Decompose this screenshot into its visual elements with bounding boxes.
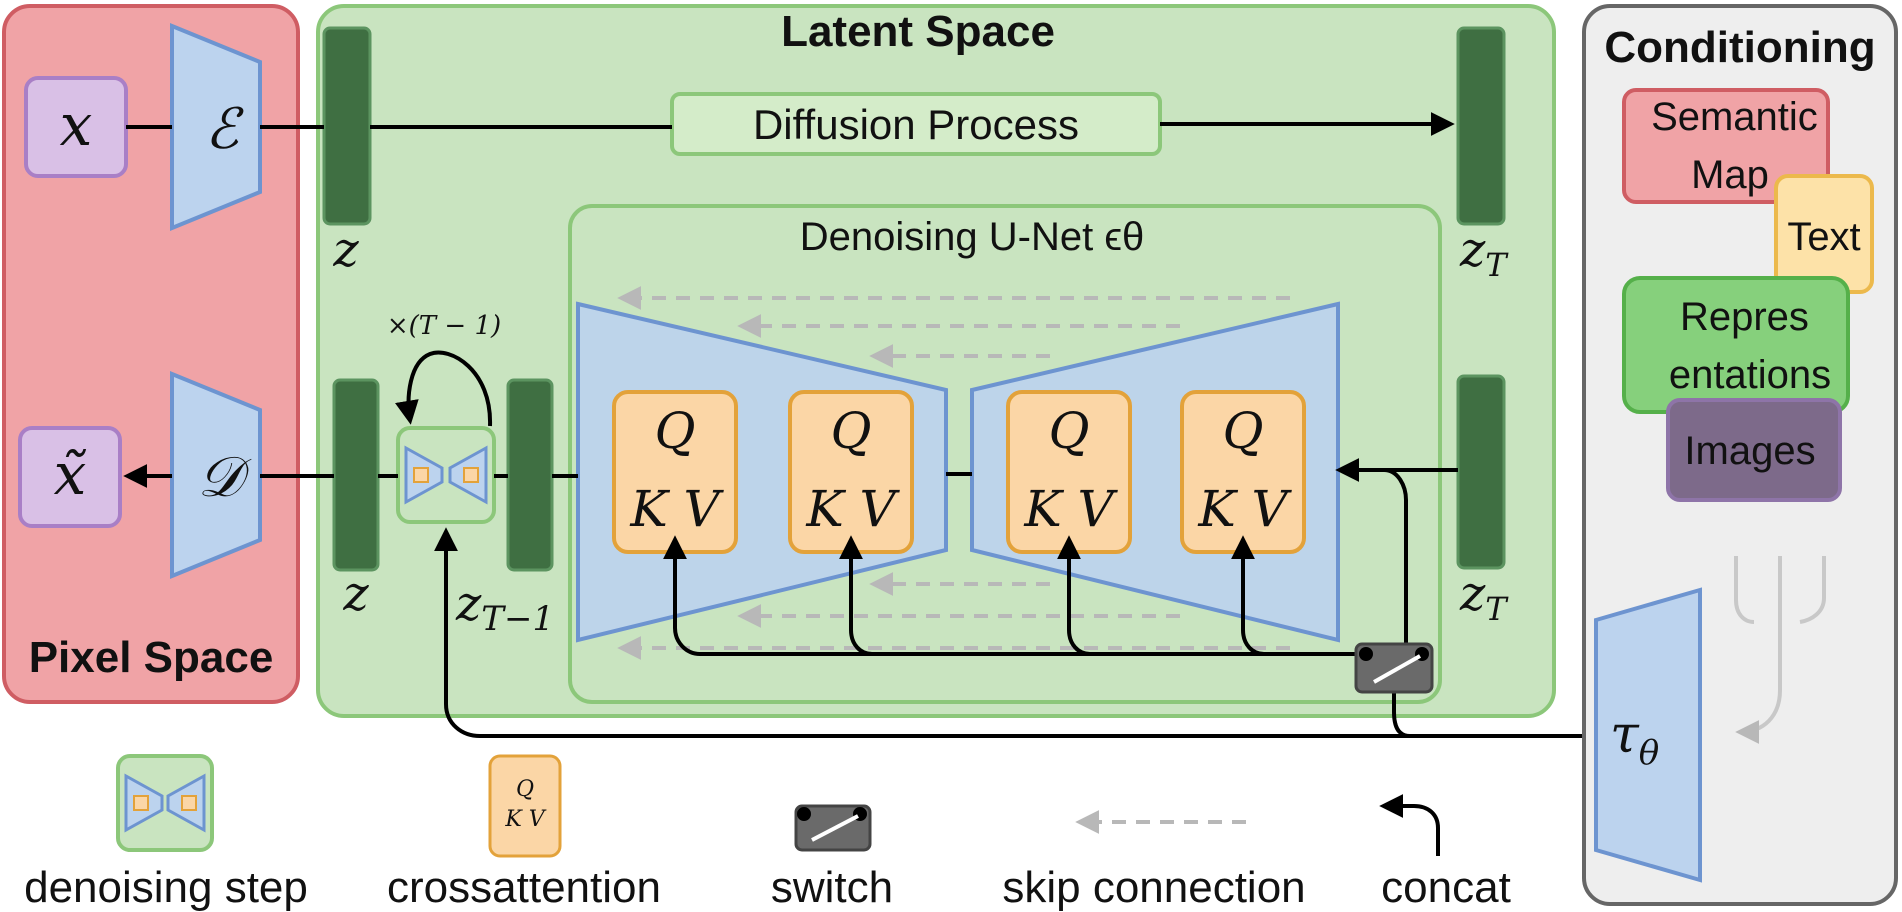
switch-left-dot: [1359, 647, 1373, 661]
conditioning-tree: [1734, 556, 1826, 744]
tree-branch: [1799, 556, 1826, 624]
legend-skip-connection: skip connection: [1002, 810, 1306, 912]
cross-attention-bus: [663, 535, 1366, 656]
qkv-block: Q K V: [788, 390, 914, 554]
legend-crossattention: Q K V crossattention: [387, 754, 661, 912]
skip-connections: [617, 286, 1290, 660]
qkv-block: Q K V: [1006, 390, 1132, 554]
legend-skip-connection-label: skip connection: [1002, 863, 1305, 912]
legend-switch-label: switch: [771, 863, 893, 912]
representations-label: Repres entations: [1669, 295, 1831, 397]
legend-concat-icon: [1379, 794, 1440, 856]
qkv-q: Q: [831, 402, 872, 460]
legend-concat-label: concat: [1381, 863, 1511, 912]
diffusion-process-label: Diffusion Process: [753, 101, 1079, 148]
concat-branch-line: [1383, 468, 1408, 652]
qkv-block: Q K V: [1180, 390, 1306, 554]
legend-q: Q: [516, 777, 534, 802]
tree-branch: [1734, 556, 1755, 624]
text-label: Text: [1787, 215, 1860, 259]
flow-lines: [123, 112, 1598, 738]
latent-space-label: Latent Space: [781, 7, 1055, 56]
qkv-kv: K V: [805, 480, 900, 538]
unet-title: Denoising U-Net ϵθ: [800, 215, 1145, 259]
legend-switch-left-dot: [797, 807, 811, 821]
cross-attention-arrow: [1231, 535, 1265, 656]
decoder-trapezoid: [170, 371, 262, 579]
cross-attention-arrow: [839, 535, 873, 656]
qkv-kv: K V: [1197, 480, 1292, 538]
conditioning-label: Conditioning: [1604, 23, 1875, 72]
legend-kv: K V: [504, 807, 546, 832]
qkv-block: Q K V: [612, 390, 738, 554]
semantic-map-box: [1622, 88, 1830, 204]
semantic-map-label: Semantic Map: [1651, 95, 1829, 197]
qkv-q: Q: [1223, 402, 1264, 460]
latent-z-label-bottom: z: [342, 566, 369, 622]
latent-zT-bar-bottom: [1456, 374, 1506, 570]
encoder-symbol: ℰ: [205, 97, 244, 162]
latent-zT1-bar: [506, 378, 554, 572]
images-box: [1666, 398, 1842, 502]
legend-crossattention-label: crossattention: [387, 863, 661, 912]
conditioning-to-step-arrow: [434, 527, 1598, 738]
tau-encoder-trapezoid: [1594, 587, 1702, 883]
denoising-step-left-square: [413, 467, 429, 483]
output-x-tilde-symbol: x̃: [54, 440, 87, 508]
legend-switch: switch: [771, 804, 893, 912]
images-label: Images: [1684, 429, 1815, 473]
repeat-loop-arrow: [395, 350, 493, 427]
legend-crossattention-icon: [488, 754, 562, 858]
output-x-tilde-box: [18, 426, 122, 528]
latent-z-bar-bottom: [332, 378, 380, 572]
switch: [1354, 642, 1434, 694]
conditioning-to-switch-line: [1392, 690, 1411, 738]
latent-z-label-top: z: [332, 222, 359, 278]
legend-switch-lever: [811, 814, 859, 842]
switch-lever: [1373, 654, 1421, 684]
legend-step-left-square: [133, 795, 149, 811]
pixel-space-label: Pixel Space: [29, 633, 274, 682]
denoising-step-right-square: [463, 467, 479, 483]
repeat-label: ×(T − 1): [387, 311, 501, 341]
legend-denoising-step-icon: [116, 754, 214, 852]
qkv-q: Q: [655, 402, 696, 460]
cross-attention-arrow: [1057, 535, 1091, 656]
legend-denoising-step: denoising step: [24, 754, 308, 912]
legend-concat: concat: [1379, 794, 1511, 912]
tree-branch: [1735, 620, 1782, 744]
latent-z-bar-top: [322, 26, 372, 226]
input-x-symbol: x: [60, 91, 93, 159]
qkv-kv: K V: [629, 480, 724, 538]
encoder-trapezoid: [170, 23, 262, 231]
legend-step-right-square: [181, 795, 197, 811]
latent-zT-bar-top: [1456, 26, 1506, 226]
qkv-q: Q: [1049, 402, 1090, 460]
legend-denoising-step-label: denoising step: [24, 863, 308, 912]
qkv-kv: K V: [1023, 480, 1118, 538]
